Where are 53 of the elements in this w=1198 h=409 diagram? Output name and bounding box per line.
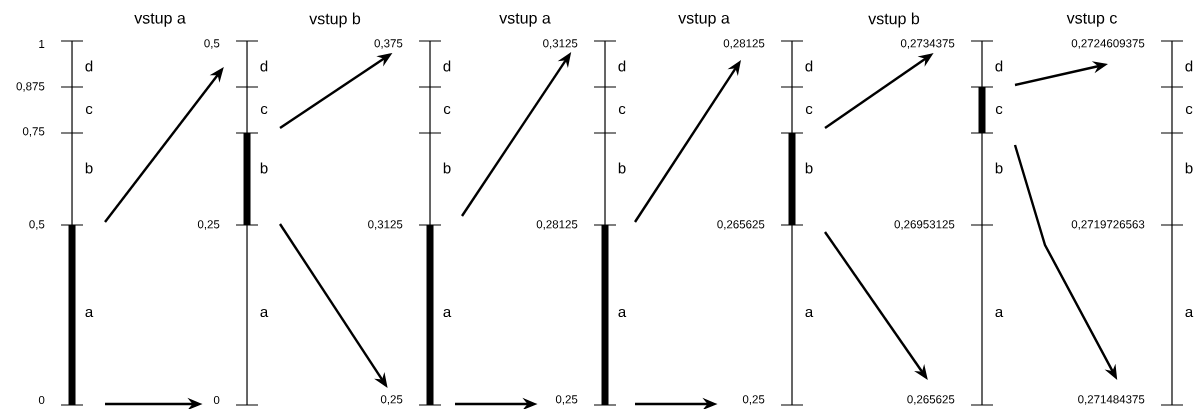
segment-letter: d — [260, 60, 268, 72]
segment-letter: c — [618, 105, 626, 115]
tick-value: 0,5 — [29, 220, 45, 230]
tick-value: 0,2734375 — [900, 39, 955, 49]
tick-value: 0,375 — [374, 39, 403, 49]
tick-value: 0,26953125 — [894, 220, 955, 230]
segment-letter: b — [85, 162, 93, 174]
highlight-bar — [788, 133, 796, 225]
tick-value: 0 — [213, 395, 220, 405]
tick-value: 0,28125 — [723, 39, 765, 49]
heading: vstup b — [868, 12, 920, 28]
tick-value: 0,75 — [22, 127, 45, 137]
segment-letter: c — [443, 105, 451, 115]
segment-letter: b — [995, 162, 1003, 174]
heading: vstup a — [499, 13, 551, 27]
tick-value: 0 — [38, 395, 45, 405]
segment-letter: c — [1185, 105, 1193, 115]
segment-letter: d — [995, 60, 1003, 72]
segment-letter: d — [85, 60, 93, 72]
segment-letter: b — [1185, 162, 1193, 174]
segment-letter: c — [85, 105, 93, 115]
tick-value: 0,25 — [742, 395, 765, 405]
segment-letter: d — [805, 60, 813, 72]
segment-letter: d — [1185, 60, 1193, 72]
tick-value: 0,5 — [204, 39, 220, 49]
segment-letter: b — [618, 162, 626, 174]
heading: vstup a — [134, 13, 186, 27]
segment-letter: b — [443, 162, 451, 174]
tick-value: 1 — [39, 40, 45, 48]
segment-letter: a — [260, 308, 269, 318]
highlight-bar — [68, 225, 76, 405]
tick-value: 0,3125 — [543, 39, 578, 49]
heading: vstup a — [678, 13, 730, 27]
segment-letter: a — [995, 308, 1004, 318]
tick-value: 0,875 — [16, 82, 45, 92]
tick-value: 0,2724609375 — [1071, 39, 1145, 49]
heading: vstup c — [1066, 13, 1117, 27]
segment-letter: d — [618, 60, 626, 72]
highlight-bar — [978, 87, 986, 133]
highlight-bar — [243, 133, 251, 225]
segment-letter: a — [1185, 308, 1194, 318]
segment-letter: a — [805, 308, 814, 318]
heading: vstup b — [309, 12, 361, 28]
tick-value: 0,271484375 — [1078, 395, 1145, 405]
segment-letter: c — [260, 105, 268, 115]
tick-value: 0,25 — [380, 395, 403, 405]
tick-value: 0,265625 — [907, 395, 955, 405]
segment-letter: d — [443, 60, 451, 72]
tick-value: 0,2719726563 — [1071, 220, 1145, 230]
highlight-bar — [426, 225, 434, 405]
tick-value: 0,25 — [555, 395, 578, 405]
highlight-bar — [601, 225, 609, 405]
segment-letter: c — [805, 105, 813, 115]
